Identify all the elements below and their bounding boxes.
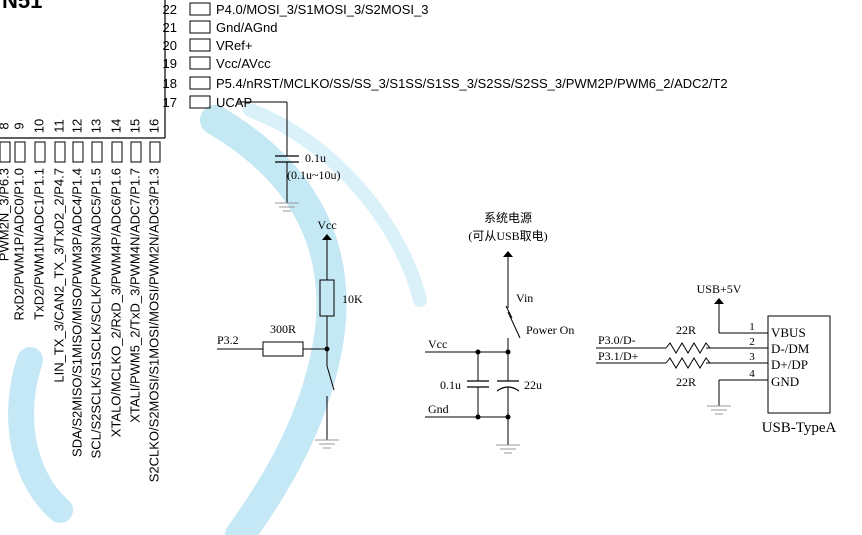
watermark-logo bbox=[8, 103, 427, 535]
bottom-pin: 15 XTALI/PWM5_2/TxD_3/PWM4N/ADC7/P1.7 bbox=[127, 119, 142, 423]
svg-text:18: 18 bbox=[163, 76, 177, 91]
usb-net1: P3.0/D- bbox=[598, 333, 636, 347]
svg-text:9: 9 bbox=[11, 122, 26, 129]
right-pin-label: UCAP bbox=[216, 95, 252, 110]
chip-title: N51 bbox=[2, 0, 42, 13]
ground-icon bbox=[496, 444, 520, 454]
cap2-value: 22u bbox=[524, 378, 542, 392]
usb-r1-value: 22R bbox=[676, 323, 696, 337]
svg-text:16: 16 bbox=[146, 119, 161, 133]
right-pin-label: P4.0/MOSI_3/S1MOSI_3/S2MOSI_3 bbox=[216, 2, 428, 17]
power-arrow-icon bbox=[714, 298, 724, 304]
svg-text:21: 21 bbox=[163, 20, 177, 35]
power-gnd-label: Gnd bbox=[428, 402, 449, 416]
usb-r2-value: 22R bbox=[676, 375, 696, 389]
pullup-value: 10K bbox=[342, 292, 363, 306]
svg-text:14: 14 bbox=[108, 119, 123, 133]
svg-text:11: 11 bbox=[51, 119, 66, 133]
power-vcc-label: Vcc bbox=[428, 337, 447, 351]
usb-dp-resistor bbox=[665, 357, 711, 369]
ucap-value: 0.1u bbox=[305, 151, 326, 165]
bottom-pin: 12 SDA/S2MISO/S1MISO/MISO/PWM3P/ADC4/P1.… bbox=[69, 119, 84, 457]
ground-icon bbox=[707, 405, 731, 415]
usb-pin-label: D+/DP bbox=[771, 357, 808, 372]
reset-switch-icon bbox=[326, 365, 335, 440]
usb-pin-label: VBUS bbox=[771, 325, 806, 340]
bottom-pin: 16 S2CLKO/S2MOSI/S1MOSI/MOSI/PWM2N/ADC3/… bbox=[146, 119, 161, 483]
bottom-pin: 8 PWM2N_3/P6.3 bbox=[0, 122, 11, 261]
vin-label: Vin bbox=[516, 291, 533, 305]
bottom-pin-label: TxD2/PWM1N/ADC1/P1.1 bbox=[31, 168, 46, 320]
bottom-pin-label: XTALO/MCLKO_2/RxD_3/PWM4P/ADC6/P1.6 bbox=[108, 168, 123, 437]
right-pin-label: Gnd/AGnd bbox=[216, 20, 277, 35]
bottom-pin-label: XTALI/PWM5_2/TxD_3/PWM4N/ADC7/P1.7 bbox=[127, 168, 142, 423]
bottom-pin-label: RxD2/PWM1P/ADC0/P1.0 bbox=[11, 168, 26, 320]
power-switch-icon bbox=[505, 305, 521, 339]
series-resistor-value: 300R bbox=[270, 322, 296, 336]
usb-pin-label: GND bbox=[771, 374, 799, 389]
svg-text:22: 22 bbox=[163, 2, 177, 17]
bottom-pin-label: SDA/S2MISO/S1MISO/MISO/PWM3P/ADC4/P1.4 bbox=[69, 168, 84, 457]
usb-connector-label: USB-TypeA bbox=[762, 420, 837, 436]
svg-text:4: 4 bbox=[749, 368, 755, 380]
usb-circuit: USB+5V P3.0/D- 22R P3.1/D+ 22R 1 2 3 4 V… bbox=[596, 282, 837, 436]
right-pin: 17 UCAP bbox=[163, 95, 253, 110]
right-pin-label: Vcc/AVcc bbox=[216, 56, 271, 71]
power-arrow-icon bbox=[322, 234, 332, 240]
svg-text:10: 10 bbox=[31, 119, 46, 133]
right-pin: 19 Vcc/AVcc bbox=[163, 56, 272, 71]
svg-text:12: 12 bbox=[69, 119, 84, 133]
usb-dm-resistor bbox=[665, 342, 711, 354]
svg-text:13: 13 bbox=[88, 119, 103, 133]
right-pin: 20 VRef+ bbox=[163, 38, 253, 53]
bottom-pin: 10 TxD2/PWM1N/ADC1/P1.1 bbox=[31, 119, 46, 320]
power-subtitle: (可从USB取电) bbox=[468, 229, 547, 243]
reset-net-label: P3.2 bbox=[217, 333, 239, 347]
right-pin: 21 Gnd/AGnd bbox=[163, 20, 278, 35]
ground-icon bbox=[315, 439, 339, 449]
power-circuit: 系统电源 (可从USB取电) Vin Power On Vcc 0.1u 22u… bbox=[425, 211, 574, 454]
cap1-value: 0.1u bbox=[440, 378, 461, 392]
bottom-pin-label: LIN_TX_3/CAN2_TX_3/TxD2_2/P4.7 bbox=[51, 168, 66, 383]
ucap-range: (0.1u~10u) bbox=[287, 168, 340, 182]
chip-bottom-pins: 8 PWM2N_3/P6.3 9 RxD2/PWM1P/ADC0/P1.0 10… bbox=[0, 119, 161, 483]
svg-text:3: 3 bbox=[749, 351, 755, 363]
bottom-pin: 13 SCL/S2SCLK/S1SCLK/SCLK/PWM3N/ADC5/P1.… bbox=[88, 119, 103, 459]
svg-text:8: 8 bbox=[0, 122, 11, 129]
ground-icon bbox=[275, 202, 299, 212]
right-pin-label: P5.4/nRST/MCLKO/SS/SS_3/S1SS/S1SS_3/S2SS… bbox=[216, 76, 728, 91]
bottom-pin: 9 RxD2/PWM1P/ADC0/P1.0 bbox=[11, 122, 26, 320]
bottom-pin-label: SCL/S2SCLK/S1SCLK/SCLK/PWM3N/ADC5/P1.5 bbox=[88, 168, 103, 458]
svg-text:1: 1 bbox=[749, 321, 755, 333]
svg-text:17: 17 bbox=[163, 95, 177, 110]
power-title: 系统电源 bbox=[484, 211, 532, 225]
bottom-pin: 14 XTALO/MCLKO_2/RxD_3/PWM4P/ADC6/P1.6 bbox=[108, 119, 123, 437]
svg-text:15: 15 bbox=[127, 119, 142, 133]
power-arrow-icon bbox=[503, 251, 513, 257]
svg-text:20: 20 bbox=[163, 38, 177, 53]
bottom-pin-label: S2CLKO/S2MOSI/S1MOSI/MOSI/PWM2N/ADC3/P1.… bbox=[146, 168, 161, 482]
right-pin-label: VRef+ bbox=[216, 38, 253, 53]
reset-vcc-label: Vcc bbox=[317, 218, 336, 232]
mcu-chip: N51 bbox=[0, 0, 166, 139]
usb-supply-label: USB+5V bbox=[697, 282, 742, 296]
svg-text:19: 19 bbox=[163, 56, 177, 71]
power-switch-label: Power On bbox=[526, 323, 574, 337]
usb-net2: P3.1/D+ bbox=[598, 349, 639, 363]
ucap-capacitor: 0.1u (0.1u~10u) bbox=[237, 101, 340, 212]
reset-circuit: Vcc 10K P3.2 300R bbox=[217, 218, 363, 449]
usb-connector bbox=[767, 315, 831, 414]
series-resistor bbox=[262, 341, 304, 357]
right-pin: 22 P4.0/MOSI_3/S1MOSI_3/S2MOSI_3 bbox=[163, 2, 429, 17]
right-pin: 18 P5.4/nRST/MCLKO/SS/SS_3/S1SS/S1SS_3/S… bbox=[163, 76, 728, 91]
svg-text:2: 2 bbox=[749, 336, 755, 348]
usb-pin-label: D-/DM bbox=[771, 341, 810, 356]
chip-right-pins: 22 P4.0/MOSI_3/S1MOSI_3/S2MOSI_3 21 Gnd/… bbox=[163, 2, 728, 110]
bottom-pin-label: PWM2N_3/P6.3 bbox=[0, 168, 11, 261]
bottom-pin: 11 LIN_TX_3/CAN2_TX_3/TxD2_2/P4.7 bbox=[51, 119, 66, 382]
